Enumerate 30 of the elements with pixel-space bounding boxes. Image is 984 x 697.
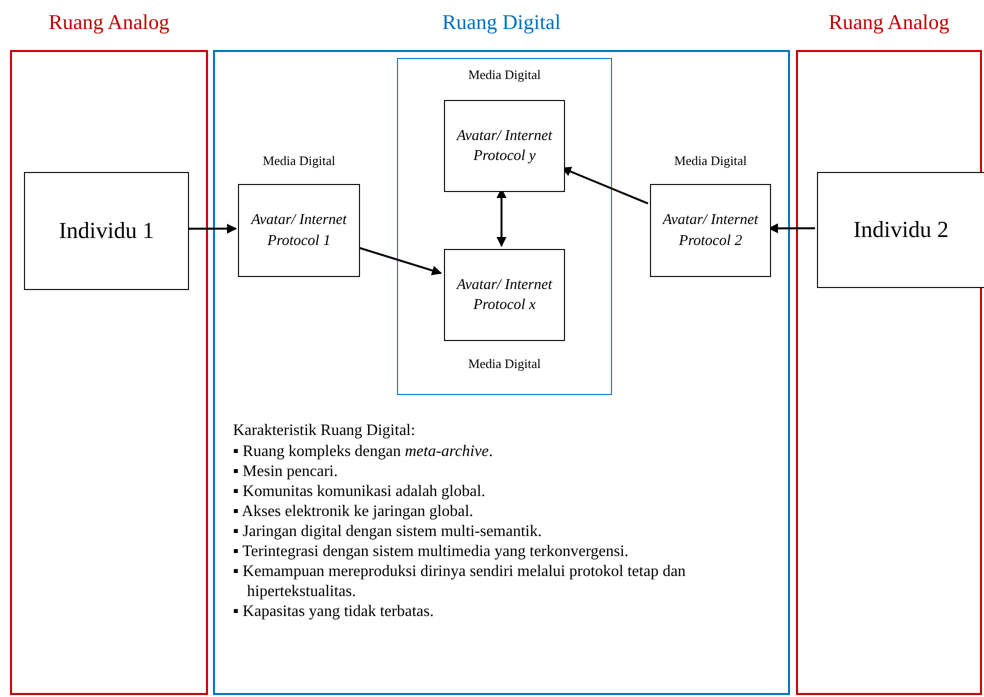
panel-label: Media Digital — [467, 356, 542, 372]
node-label: Avatar/ Internet Protocol 2 — [661, 211, 760, 250]
arrow — [358, 246, 442, 276]
bullet-item: ▪ Komunitas komunikasi adalah global. — [233, 482, 486, 502]
node-label: Avatar/ Internet Protocol 1 — [250, 211, 348, 250]
bullet-item: ▪ Mesin pencari. — [233, 462, 339, 482]
node-label: Individu 2 — [852, 216, 950, 244]
node-label: Individu 1 — [58, 217, 156, 246]
bullet-item: ▪ Terintegrasi dengan sistem multimedia yang terkonvergensi. — [233, 542, 630, 562]
node-label: Avatar/ Internet Protocol y — [455, 126, 554, 166]
media-panel — [397, 58, 612, 395]
bullet-item: ▪ Kemampuan mereproduksi dirinya sendiri melalui protokol tetap dan hipertekstualitas. — [233, 562, 687, 602]
arrow — [187, 224, 237, 234]
arrow — [768, 223, 815, 234]
list-heading: Karakteristik Ruang Digital: — [233, 421, 416, 441]
bullet-item: ▪ Jaringan digital dengan sistem multi-semantik. — [233, 522, 543, 542]
entity-box — [24, 172, 189, 290]
avatar-box — [444, 249, 565, 341]
bullet-item: ▪ Akses elektronik ke jaringan global. — [233, 502, 474, 522]
node-caption: Media Digital — [262, 153, 336, 169]
region-heading: Ruang Digital — [441, 10, 562, 35]
entity-box — [817, 172, 984, 288]
region-heading: Ruang Analog — [828, 10, 950, 35]
region-heading: Ruang Analog — [48, 10, 170, 35]
avatar-box — [444, 100, 565, 192]
node-label: Avatar/ Internet Protocol x — [455, 276, 554, 315]
bullet-item: ▪ Kapasitas yang tidak terbatas. — [233, 602, 435, 622]
bullet-item: ▪ Ruang kompleks dengan meta-archive. — [233, 442, 494, 462]
panel-label: Media Digital — [467, 67, 542, 83]
node-caption: Media Digital — [673, 153, 748, 169]
